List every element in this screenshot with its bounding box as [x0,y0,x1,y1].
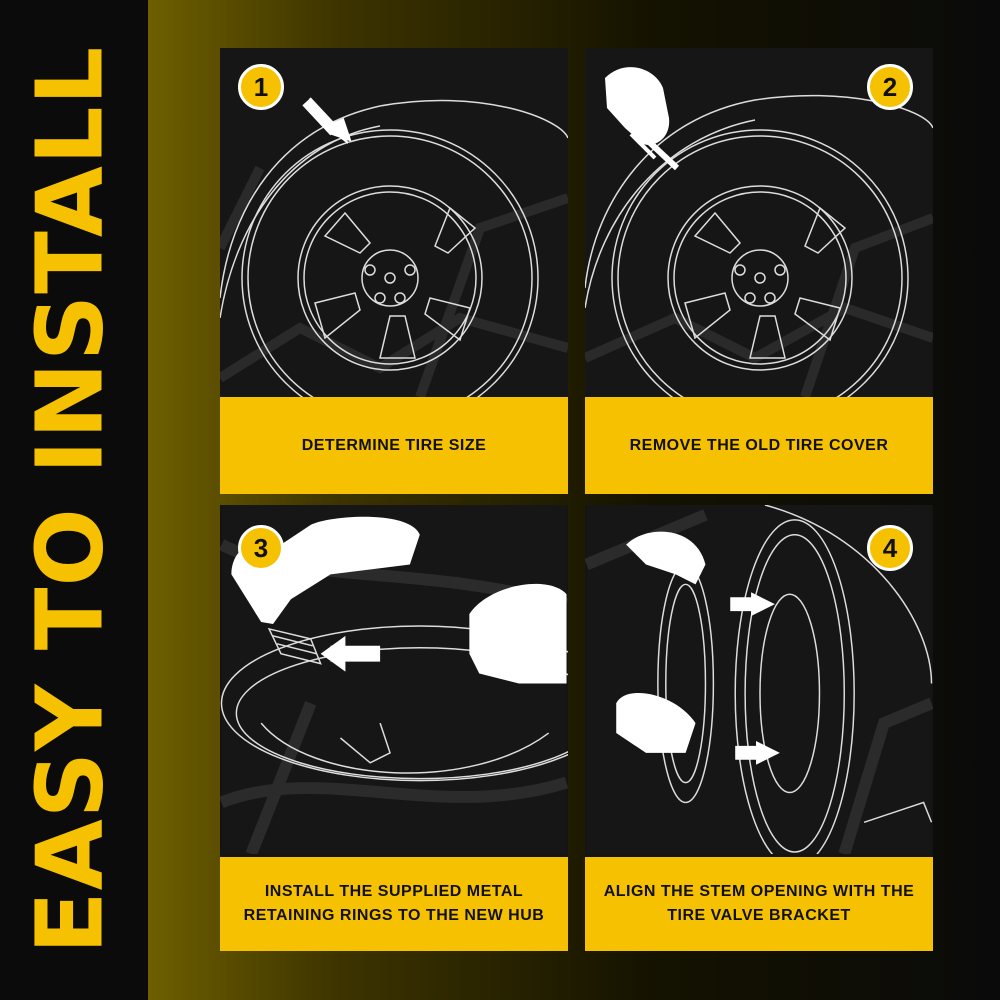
page-title: EASY TO INSTALL [16,45,124,955]
left-band [0,0,148,1000]
step-number-badge: 3 [238,525,284,571]
step-panel-1: 1 DETERMINE TIRE SIZE [220,48,568,494]
wheel-arrow-icon [220,48,568,397]
step-caption-text: ALIGN THE STEM OPENING WITH THE TIRE VAL… [603,883,915,924]
step-caption: INSTALL THE SUPPLIED METAL RETAINING RIN… [220,857,568,951]
step-number-badge: 4 [867,525,913,571]
step-caption-text: DETERMINE TIRE SIZE [301,436,487,454]
hand-pry-tool-icon [585,48,933,397]
step-number-badge: 2 [867,64,913,110]
step-panel-4: 4 ALIGN THE STEM OPENING WITH THE TIRE V… [585,505,933,951]
step-caption: DETERMINE TIRE SIZE [220,397,568,494]
step-caption-text: INSTALL THE SUPPLIED METAL RETAINING RIN… [243,883,545,924]
step-panel-2: 2 REMOVE THE OLD TIRE COVER [585,48,933,494]
step-caption: ALIGN THE STEM OPENING WITH THE TIRE VAL… [585,857,933,951]
step-number-badge: 1 [238,64,284,110]
step-panel-3: 3 INSTALL THE SUPPLIED METAL RETAINING R… [220,505,568,951]
step-caption: REMOVE THE OLD TIRE COVER [585,397,933,494]
step-caption-text: REMOVE THE OLD TIRE COVER [629,436,889,454]
hands-ring-clip-icon [220,505,568,854]
